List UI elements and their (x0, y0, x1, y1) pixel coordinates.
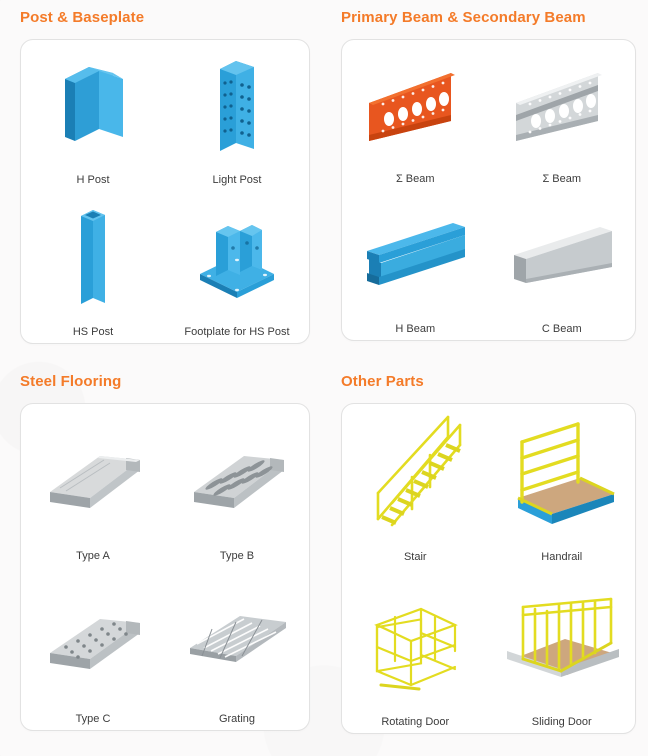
item-sigma-beam-grey[interactable]: Σ Beam (489, 40, 636, 190)
flooring-type-a-icon (21, 404, 165, 545)
section-title-primary-secondary-beam: Primary Beam & Secondary Beam (341, 9, 586, 26)
item-label: Grating (218, 712, 256, 725)
stair-icon (342, 404, 489, 546)
item-label: Σ Beam (542, 172, 582, 185)
item-label: Footplate for HS Post (184, 325, 290, 338)
light-post-icon (165, 40, 309, 169)
item-h-post[interactable]: H Post (21, 40, 165, 192)
flooring-type-c-icon (21, 567, 165, 708)
item-h-beam[interactable]: H Beam (342, 190, 489, 340)
section-row-1: Post & Baseplate (0, 10, 648, 344)
item-label: Handrail (541, 551, 583, 564)
h-beam-icon (342, 190, 489, 318)
item-flooring-type-c[interactable]: Type C (21, 567, 165, 730)
card-steel-flooring: Type A (20, 403, 310, 731)
item-light-post[interactable]: Light Post (165, 40, 309, 192)
item-c-beam[interactable]: C Beam (489, 190, 636, 340)
item-label: H Beam (395, 322, 436, 335)
item-handrail[interactable]: Handrail (489, 404, 636, 569)
section-title-post-baseplate: Post & Baseplate (20, 9, 145, 26)
item-label: Type A (76, 549, 110, 562)
catalog-page: Post & Baseplate (0, 10, 648, 734)
item-rotating-door[interactable]: Rotating Door (342, 569, 489, 734)
item-stair[interactable]: Stair (342, 404, 489, 569)
item-label: Type B (219, 549, 255, 562)
section-row-2: Steel Flooring (0, 374, 648, 734)
section-title-steel-flooring: Steel Flooring (20, 373, 122, 390)
item-label: Σ Beam (395, 172, 435, 185)
flooring-type-b-icon (165, 404, 309, 545)
item-footplate[interactable]: Footplate for HS Post (165, 192, 309, 344)
section-steel-flooring: Steel Flooring (0, 374, 324, 734)
card-primary-secondary-beam: Σ Beam (341, 39, 636, 341)
item-label: HS Post (72, 325, 114, 338)
h-post-icon (21, 40, 165, 169)
section-other-parts: Other Parts (324, 374, 648, 734)
item-hs-post[interactable]: HS Post (21, 192, 165, 344)
item-flooring-type-a[interactable]: Type A (21, 404, 165, 567)
sliding-door-icon (489, 569, 636, 711)
item-label: Light Post (212, 174, 262, 187)
item-sigma-beam-orange[interactable]: Σ Beam (342, 40, 489, 190)
grating-icon (165, 567, 309, 708)
card-post-baseplate: H Post (20, 39, 310, 344)
item-sliding-door[interactable]: Sliding Door (489, 569, 636, 734)
item-flooring-type-b[interactable]: Type B (165, 404, 309, 567)
item-grating[interactable]: Grating (165, 567, 309, 730)
c-beam-icon (489, 190, 636, 318)
section-title-other-parts: Other Parts (341, 373, 424, 390)
item-label: Type C (75, 712, 111, 725)
section-primary-secondary-beam: Primary Beam & Secondary Beam (324, 10, 648, 344)
sigma-beam-orange-icon (342, 40, 489, 168)
item-label: Sliding Door (531, 715, 592, 728)
item-label: Stair (403, 551, 427, 564)
card-other-parts: Stair (341, 403, 636, 734)
hs-post-icon (21, 192, 165, 321)
item-label: C Beam (541, 322, 582, 335)
section-post-baseplate: Post & Baseplate (0, 10, 324, 344)
sigma-beam-grey-icon (489, 40, 636, 168)
rotating-door-icon (342, 569, 489, 711)
footplate-icon (165, 192, 309, 321)
item-label: H Post (76, 174, 110, 187)
handrail-icon (489, 404, 636, 546)
item-label: Rotating Door (381, 715, 450, 728)
